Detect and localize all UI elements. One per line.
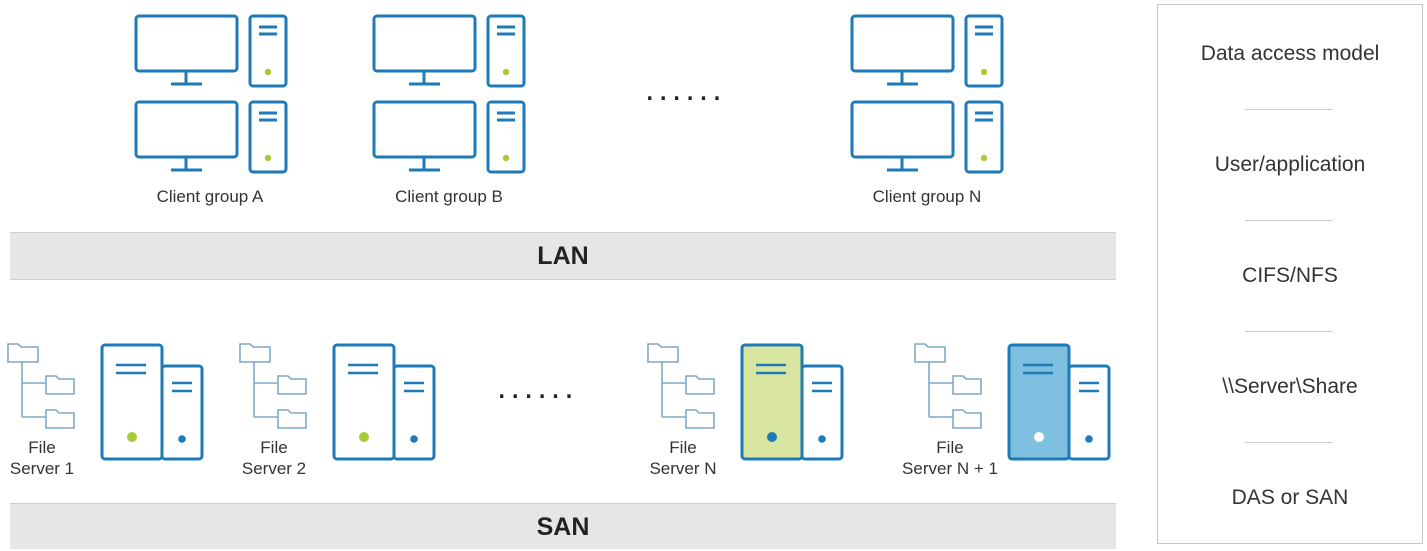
file-server-label: File Server 2 [232,437,316,479]
folder-tree-icon [647,343,715,429]
file-server-label-line2: Server N [649,459,717,478]
client-group-label: Client group N [872,187,982,206]
file-server-n [646,340,846,465]
client-group-n [850,14,1004,214]
folder-tree-icon [239,343,307,429]
client-group-b [372,14,526,214]
lan-bar: LAN [10,232,1116,280]
folder-tree-icon [7,343,75,429]
panel-divider [1245,220,1333,221]
client-group-label: Client group B [395,187,503,206]
file-server-label-line2: Server 2 [241,459,307,478]
server-tower-icon [100,343,204,461]
file-server-label-line1: File [936,438,964,457]
file-server-label-line1: File [28,438,56,457]
panel-layer-share-path: \\Server\Share [1222,375,1358,398]
file-server-label: File Server N [638,437,728,479]
client-workstation-icon [134,14,288,174]
data-access-model-panel: Data access model User/application CIFS/… [1157,4,1423,544]
client-workstation-icon [850,14,1004,174]
server-tower-icon [332,343,436,461]
panel-divider [1245,331,1333,332]
file-server-1 [6,340,206,465]
file-server-n-plus-1 [913,340,1113,465]
client-ellipsis: ...... [645,70,726,108]
file-server-label-line2: Server N + 1 [902,459,998,478]
panel-layer-storage: DAS or SAN [1231,486,1349,509]
panel-layer-user-application: User/application [1214,153,1366,176]
panel-layer-protocol: CIFS/NFS [1242,264,1338,287]
file-server-label-line1: File [669,438,697,457]
file-server-label-line1: File [260,438,288,457]
client-workstation-icon [372,14,526,174]
panel-title: Data access model [1200,42,1380,65]
folder-tree-icon [914,343,982,429]
panel-divider [1245,442,1333,443]
server-tower-icon [1007,343,1111,461]
panel-divider [1245,109,1333,110]
file-server-label: File Server N + 1 [890,437,1010,479]
san-bar: SAN [10,503,1116,549]
server-tower-icon [740,343,844,461]
file-server-2 [238,340,438,465]
server-ellipsis: ...... [497,368,578,406]
client-group-label: Client group A [156,187,264,206]
file-server-label-line2: Server 1 [9,459,75,478]
client-group-a [134,14,288,214]
file-server-label: File Server 1 [0,437,84,479]
